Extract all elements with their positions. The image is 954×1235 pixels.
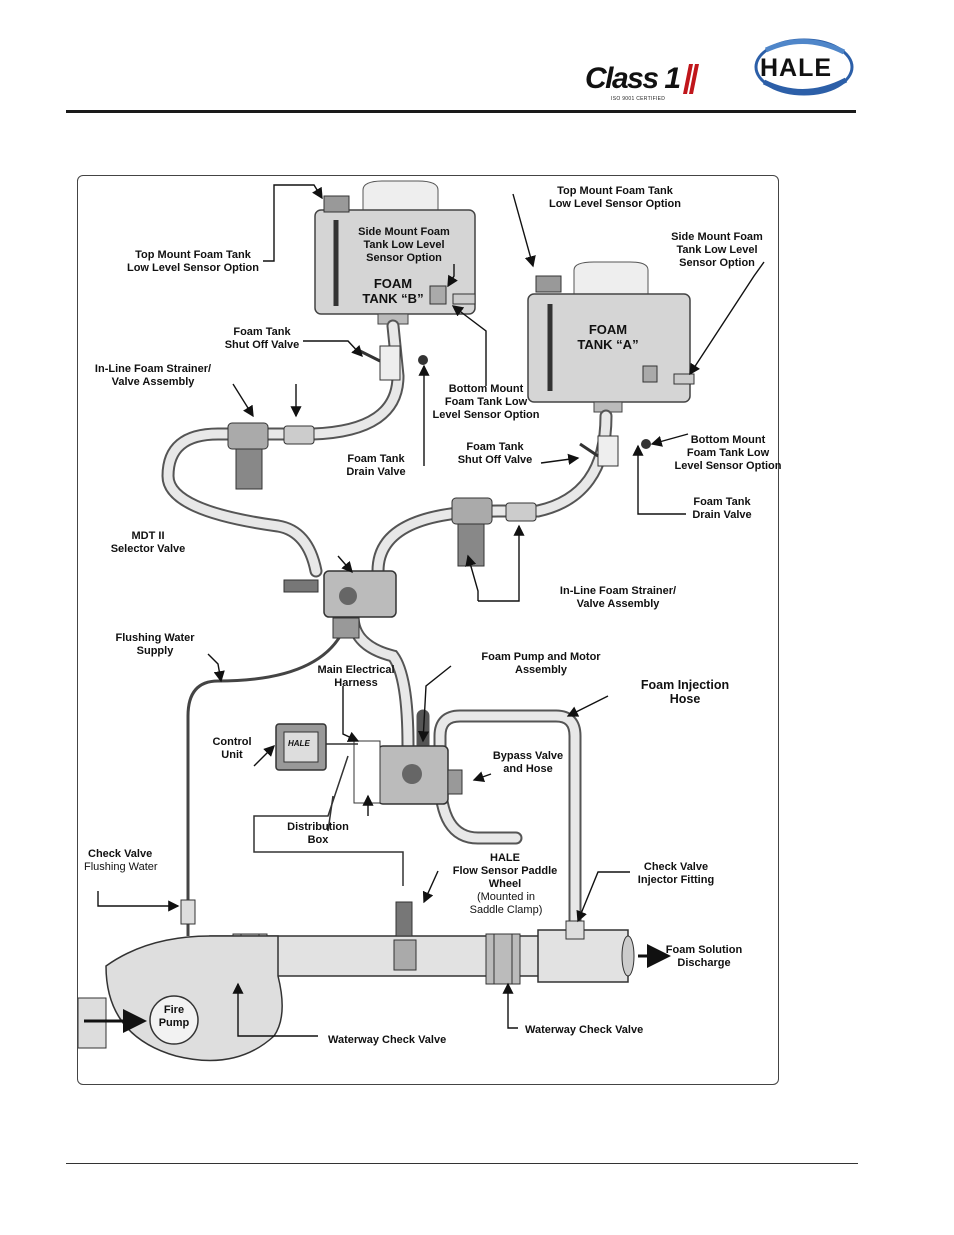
- label-mdt-selector: MDT II Selector Valve: [110, 530, 186, 555]
- label-bottom-mount-tank-b: Bottom Mount Foam Tank Low Level Sensor …: [432, 383, 540, 421]
- label-control-unit: Control Unit: [212, 736, 252, 761]
- hale-logo-swoosh-icon: [754, 38, 854, 96]
- flushing-water-line: [186, 630, 345, 936]
- waterway-check-valve-right: [485, 933, 521, 985]
- label-main-harness: Main Electrical Harness: [317, 664, 395, 689]
- control-unit-plate-text: HALE: [288, 739, 310, 748]
- label-distribution-box: Distribution Box: [287, 821, 349, 846]
- class1-logo-text: Class 1: [585, 62, 681, 95]
- label-check-valve: Check Valve: [88, 848, 153, 860]
- label-drain-tank-b: Foam Tank Drain Valve: [346, 453, 406, 478]
- plumbing-schematic: [78, 180, 765, 1062]
- label-flow-sensor: Flow Sensor Paddle Wheel: [452, 865, 558, 890]
- label-waterway-left: Waterway Check Valve: [328, 1034, 447, 1046]
- label-drain-tank-a: Foam Tank Drain Valve: [692, 496, 752, 521]
- footer-divider: [66, 1163, 858, 1164]
- label-bypass: Bypass Valve and Hose: [492, 750, 564, 775]
- label-inline-strainer-left: In-Line Foam Strainer/ Valve Assembly: [94, 363, 212, 388]
- label-bottom-mount-tank-a: Bottom Mount Foam Tank Low Level Sensor …: [674, 434, 782, 472]
- callout-lines: [97, 184, 765, 1037]
- hale-logo-text: HALE: [760, 54, 833, 82]
- waterway-pipe: [209, 920, 635, 983]
- label-top-mount-left: Top Mount Foam Tank Low Level Sensor Opt…: [126, 249, 260, 274]
- header-divider: [66, 110, 856, 113]
- label-waterway-right: Waterway Check Valve: [525, 1024, 644, 1036]
- foam-pump-motor: [353, 740, 463, 805]
- label-flow-sensor-note: (Mounted in Saddle Clamp): [469, 891, 543, 916]
- control-unit: [275, 723, 327, 771]
- label-check-valve-sub: Flushing Water: [84, 861, 158, 873]
- tank-a-label: FOAM TANK “A”: [577, 322, 639, 352]
- label-fire-pump: Fire Pump: [158, 1004, 190, 1029]
- label-flushing-supply: Flushing Water Supply: [115, 632, 195, 657]
- electrical-harness: [253, 743, 404, 886]
- inline-strainer-right: [451, 497, 537, 567]
- label-pump-motor: Foam Pump and Motor Assembly: [481, 651, 601, 676]
- label-shutoff-tank-b: Foam Tank Shut Off Valve: [224, 326, 300, 351]
- label-flow-sensor-brand: HALE: [490, 852, 520, 864]
- label-foam-solution: Foam Solution Discharge: [665, 944, 743, 969]
- label-injector-fitting: Check Valve Injector Fitting: [637, 861, 715, 886]
- class1-cert-text: ISO 9001 CERTIFIED: [611, 96, 666, 102]
- label-shutoff-tank-a: Foam Tank Shut Off Valve: [457, 441, 533, 466]
- mdt-selector-valve: [283, 570, 397, 639]
- label-inline-strainer-right: In-Line Foam Strainer/ Valve Assembly: [559, 585, 677, 610]
- label-top-mount-right: Top Mount Foam Tank Low Level Sensor Opt…: [548, 185, 682, 210]
- tank-b-valves: [359, 285, 476, 381]
- class1-logo: Class 1 ISO 9001 CERTIFIED: [585, 60, 705, 105]
- foam-injection-hose: [433, 709, 582, 931]
- inline-strainer-left: [227, 422, 315, 490]
- class1-stripes-icon: [683, 64, 699, 94]
- tank-a-valves: [579, 365, 695, 467]
- label-side-mount-tank-b: Side Mount Foam Tank Low Level Sensor Op…: [358, 226, 450, 264]
- hale-logo: HALE: [752, 36, 856, 98]
- flow-sensor-paddle-wheel: [393, 901, 417, 971]
- tank-b-label: FOAM TANK “B”: [362, 276, 424, 306]
- check-valve-flushing: [180, 899, 196, 925]
- fire-pump: [78, 935, 283, 1062]
- label-side-mount-tank-a: Side Mount Foam Tank Low Level Sensor Op…: [671, 231, 763, 269]
- foam-system-diagram: FOAM TANK “B” FOAM TANK “A” HALE Top Mou…: [77, 175, 781, 1085]
- label-injection-hose: Foam Injection Hose: [640, 678, 730, 706]
